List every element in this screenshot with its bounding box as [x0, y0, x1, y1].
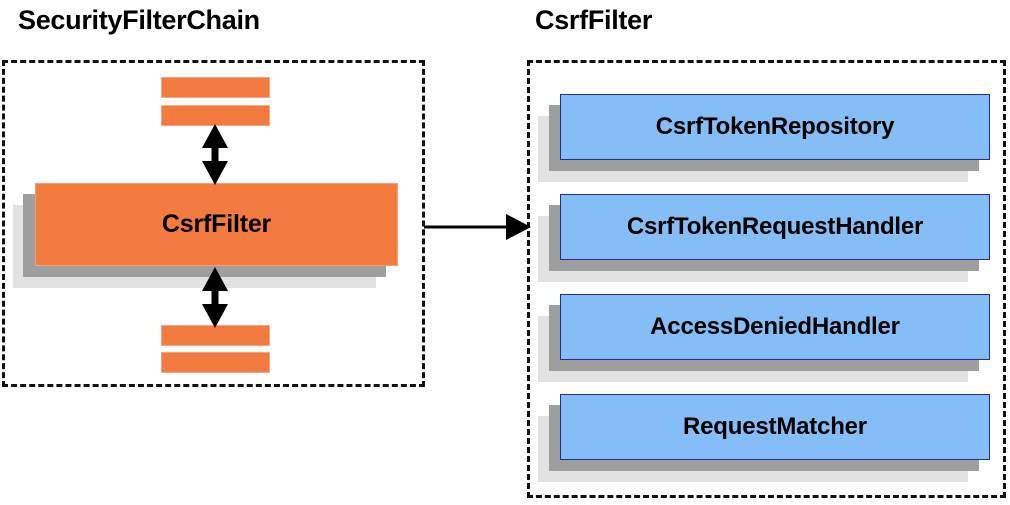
csrf-filter-node-label: CsrfFilter	[161, 210, 272, 238]
collaborator-card-access-denied-handler[interactable]: AccessDeniedHandler	[538, 294, 990, 382]
arrow-left-to-right-icon	[424, 214, 531, 240]
card-face: CsrfTokenRepository	[560, 94, 990, 160]
collaborator-card-csrf-token-repository[interactable]: CsrfTokenRepository	[538, 94, 990, 182]
csrf-filter-container	[527, 60, 1006, 498]
collaborator-card-label: CsrfTokenRepository	[655, 113, 895, 140]
security-filter-chain-container	[2, 60, 425, 387]
collaborator-card-csrf-token-request-handler[interactable]: CsrfTokenRequestHandler	[538, 194, 990, 282]
collaborator-card-label: CsrfTokenRequestHandler	[626, 213, 924, 240]
filter-bar-bottom-1	[161, 325, 270, 346]
collaborator-card-request-matcher[interactable]: RequestMatcher	[538, 394, 990, 482]
csrf-filter-node[interactable]: CsrfFilter	[13, 183, 398, 288]
card-face: CsrfFilter	[35, 183, 398, 266]
filter-bar-bottom-2	[161, 352, 270, 373]
card-face: CsrfTokenRequestHandler	[560, 194, 990, 260]
card-face: RequestMatcher	[560, 394, 990, 460]
filter-bar-top-1	[161, 77, 270, 98]
collaborator-card-label: AccessDeniedHandler	[650, 313, 900, 340]
filter-bar-top-2	[161, 105, 270, 126]
card-face: AccessDeniedHandler	[560, 294, 990, 360]
collaborator-card-label: RequestMatcher	[683, 413, 867, 440]
page-title-csrf-filter: CsrfFilter	[535, 5, 653, 35]
page-title-security-filter-chain: SecurityFilterChain	[18, 5, 260, 35]
